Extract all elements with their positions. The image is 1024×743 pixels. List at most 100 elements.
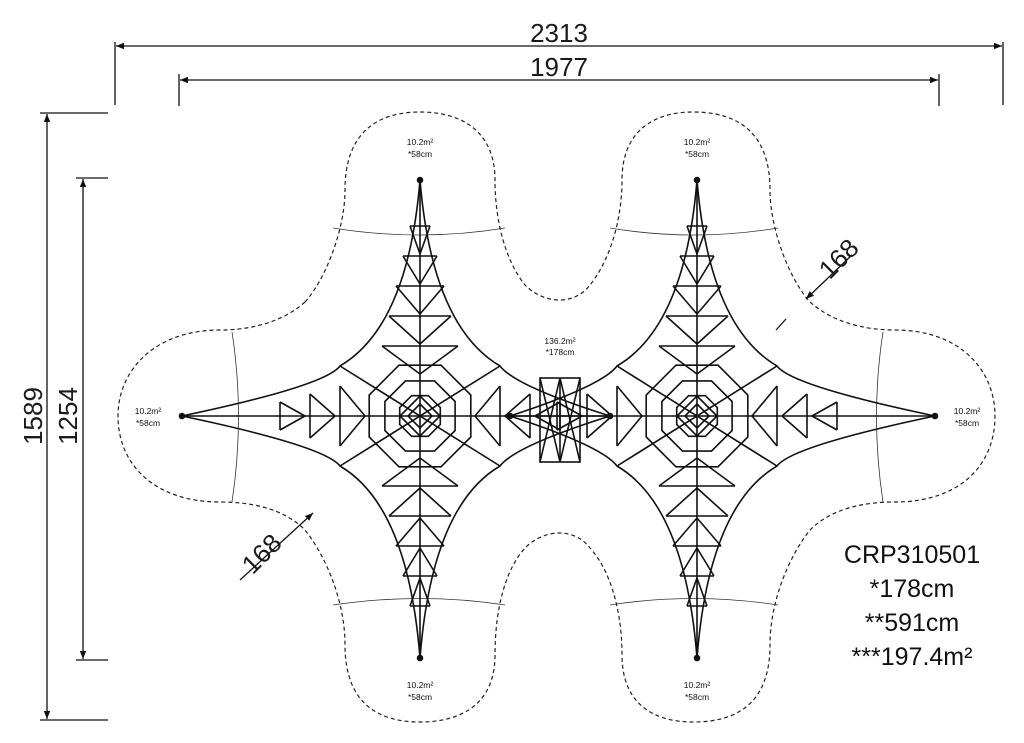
zone-bottom-left-area: 10.2m² xyxy=(407,680,434,690)
anchor-post xyxy=(693,654,701,662)
net-rope xyxy=(696,315,729,345)
net-rope xyxy=(696,345,736,375)
rope-net-structure xyxy=(178,176,939,662)
net-rope xyxy=(419,225,431,255)
net-ring xyxy=(384,380,456,452)
net-rope xyxy=(419,457,459,487)
anchor-post xyxy=(416,654,424,662)
zone-left-height: *58cm xyxy=(136,418,160,428)
zone-right-height: *58cm xyxy=(955,418,979,428)
net-rope xyxy=(696,577,708,607)
net-rope xyxy=(665,487,698,517)
net-rope xyxy=(309,415,336,439)
zone-top-right-height: *58cm xyxy=(685,149,709,159)
net-diagonal xyxy=(339,365,501,467)
net-rope xyxy=(696,225,708,255)
zone-top-right-area: 10.2m² xyxy=(684,137,711,147)
net-rope xyxy=(381,345,421,375)
zone-bottom-left-height: *58cm xyxy=(408,692,432,702)
bridge-rope xyxy=(539,377,561,463)
zone-labels: 10.2m² *58cm 10.2m² *58cm 10.2m² *58cm 1… xyxy=(135,137,981,702)
net-rope xyxy=(751,385,778,417)
net-rope xyxy=(616,385,643,417)
net-rope xyxy=(696,285,722,315)
structure-width-label: 1977 xyxy=(530,52,588,82)
zone-left-area: 10.2m² xyxy=(135,406,162,416)
net-rope xyxy=(474,385,501,417)
zone-right-area: 10.2m² xyxy=(954,406,981,416)
net-ring xyxy=(398,394,442,438)
bridge-rope xyxy=(559,377,581,463)
net-rope xyxy=(696,457,736,487)
net-rope xyxy=(339,415,366,447)
clearance-lower-left-label: 168 xyxy=(236,528,288,580)
zone-top-left-area: 10.2m² xyxy=(407,137,434,147)
structure-height-label: 1254 xyxy=(53,387,83,445)
net-outline xyxy=(181,179,613,659)
net-rope xyxy=(679,547,698,577)
zone-center-area: 136.2m² xyxy=(544,336,575,346)
net-rope xyxy=(696,487,729,517)
net-rope xyxy=(395,285,421,315)
net-rope xyxy=(279,415,306,431)
net-diagonal xyxy=(616,365,778,467)
anchor-post xyxy=(416,176,424,184)
dim-line-clearance-upper-right xyxy=(805,254,853,300)
net-rope xyxy=(419,255,438,285)
net-rope xyxy=(419,577,431,607)
net-diamond xyxy=(398,394,442,438)
net-rope xyxy=(534,415,561,431)
net-ring xyxy=(368,364,472,468)
net-rope xyxy=(586,415,613,439)
net-rope xyxy=(504,393,531,417)
anchor-post xyxy=(506,412,514,420)
net-rope xyxy=(504,415,531,439)
net-rope xyxy=(811,401,838,417)
net-rope xyxy=(419,517,445,547)
net-diamond xyxy=(675,394,719,438)
anchor-post xyxy=(931,412,939,420)
net-ring xyxy=(675,394,719,438)
net-rope xyxy=(388,487,421,517)
net-rope xyxy=(696,547,715,577)
zone-top-left-height: *58cm xyxy=(408,149,432,159)
net-rope xyxy=(279,401,306,417)
net-rope xyxy=(811,415,838,431)
net-rope xyxy=(586,393,613,417)
net-rope xyxy=(409,577,421,607)
anchor-post xyxy=(693,176,701,184)
product-code: CRP310501 xyxy=(843,541,981,569)
net-rope xyxy=(419,547,438,577)
net-rope xyxy=(672,517,698,547)
net-rope xyxy=(672,285,698,315)
net-rope xyxy=(419,487,452,517)
net-diamond xyxy=(406,402,434,430)
overall-height-label: 1589 xyxy=(18,387,48,445)
net-rope xyxy=(309,393,336,417)
net-rope xyxy=(556,401,583,417)
net-rope xyxy=(696,517,722,547)
net-outline xyxy=(507,179,936,659)
net-rope xyxy=(696,255,715,285)
net-rope xyxy=(395,517,421,547)
net-ring xyxy=(645,364,749,468)
max-height: **591cm xyxy=(864,609,960,637)
net-rope xyxy=(402,547,421,577)
net-rope xyxy=(419,285,445,315)
net-ring xyxy=(661,380,733,452)
net-rope xyxy=(616,415,643,447)
zone-center-height: *178cm xyxy=(546,347,575,357)
net-rope xyxy=(679,255,698,285)
overall-width-label: 2313 xyxy=(530,18,588,48)
net-rope xyxy=(658,457,698,487)
net-rope xyxy=(665,315,698,345)
net-rope xyxy=(419,345,459,375)
product-info: CRP310501 *178cm **591cm ***197.4m² xyxy=(812,538,1012,674)
net-rope xyxy=(781,415,808,439)
net-rope xyxy=(474,415,501,447)
clearance-upper-right-label: 168 xyxy=(813,233,865,285)
dim-line-clearance-upper-right-b xyxy=(775,318,787,331)
net-rope xyxy=(402,255,421,285)
